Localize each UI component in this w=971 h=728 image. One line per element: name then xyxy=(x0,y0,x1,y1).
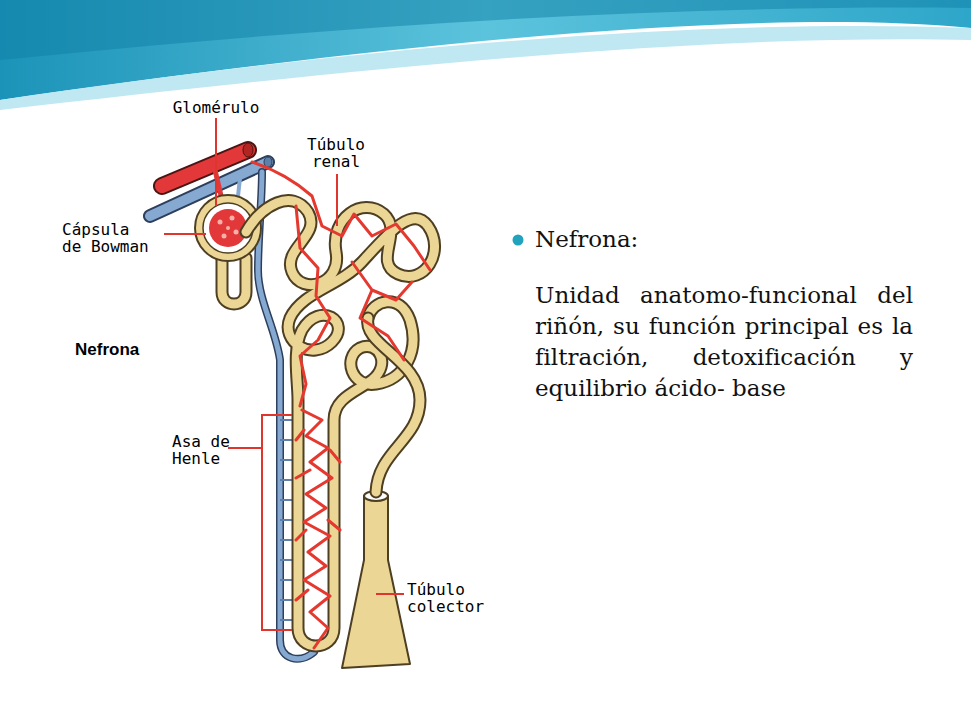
efferent-branch xyxy=(238,178,240,196)
glomerulus-texture xyxy=(218,216,239,239)
part-label: Túbulo renal xyxy=(304,136,368,170)
texture-dot xyxy=(230,216,235,221)
capsule-stalk-outline xyxy=(222,256,246,304)
leader-line xyxy=(376,593,404,595)
texture-dot xyxy=(222,234,227,239)
texture-dot xyxy=(226,226,230,230)
capillary-branches xyxy=(296,430,340,600)
texture-dot xyxy=(234,230,239,235)
bracket xyxy=(262,415,292,630)
leader-line xyxy=(228,447,262,449)
texture-dot xyxy=(218,220,223,225)
renal-tubule xyxy=(246,201,435,646)
afferent-outline xyxy=(162,150,248,186)
leader-line xyxy=(336,174,338,226)
collecting-duct xyxy=(342,496,410,668)
banner-shade xyxy=(0,0,971,60)
leader-line xyxy=(164,233,206,235)
part-label: Asa de Henle xyxy=(172,433,236,467)
peritubular-capillary xyxy=(296,206,330,406)
part-label: Glomérulo xyxy=(170,99,262,116)
part-label: Túbulo colector xyxy=(407,581,491,615)
capsule-stalk xyxy=(222,256,246,304)
vessel-end xyxy=(243,143,253,157)
peritubular-capillary xyxy=(252,162,430,270)
peritubular-capillary xyxy=(352,262,412,360)
part-label: Cápsula de Bowman xyxy=(62,221,154,255)
leader-line xyxy=(215,118,217,206)
afferent-arteriole xyxy=(162,150,248,186)
figure-label: Nefrona xyxy=(75,340,195,360)
bullet-body: Unidad anatomo-funcional del riñón, su f… xyxy=(535,280,913,404)
bullet xyxy=(513,235,524,246)
bullet-heading: Nefrona: xyxy=(535,224,913,255)
tubule-outline xyxy=(246,201,435,646)
